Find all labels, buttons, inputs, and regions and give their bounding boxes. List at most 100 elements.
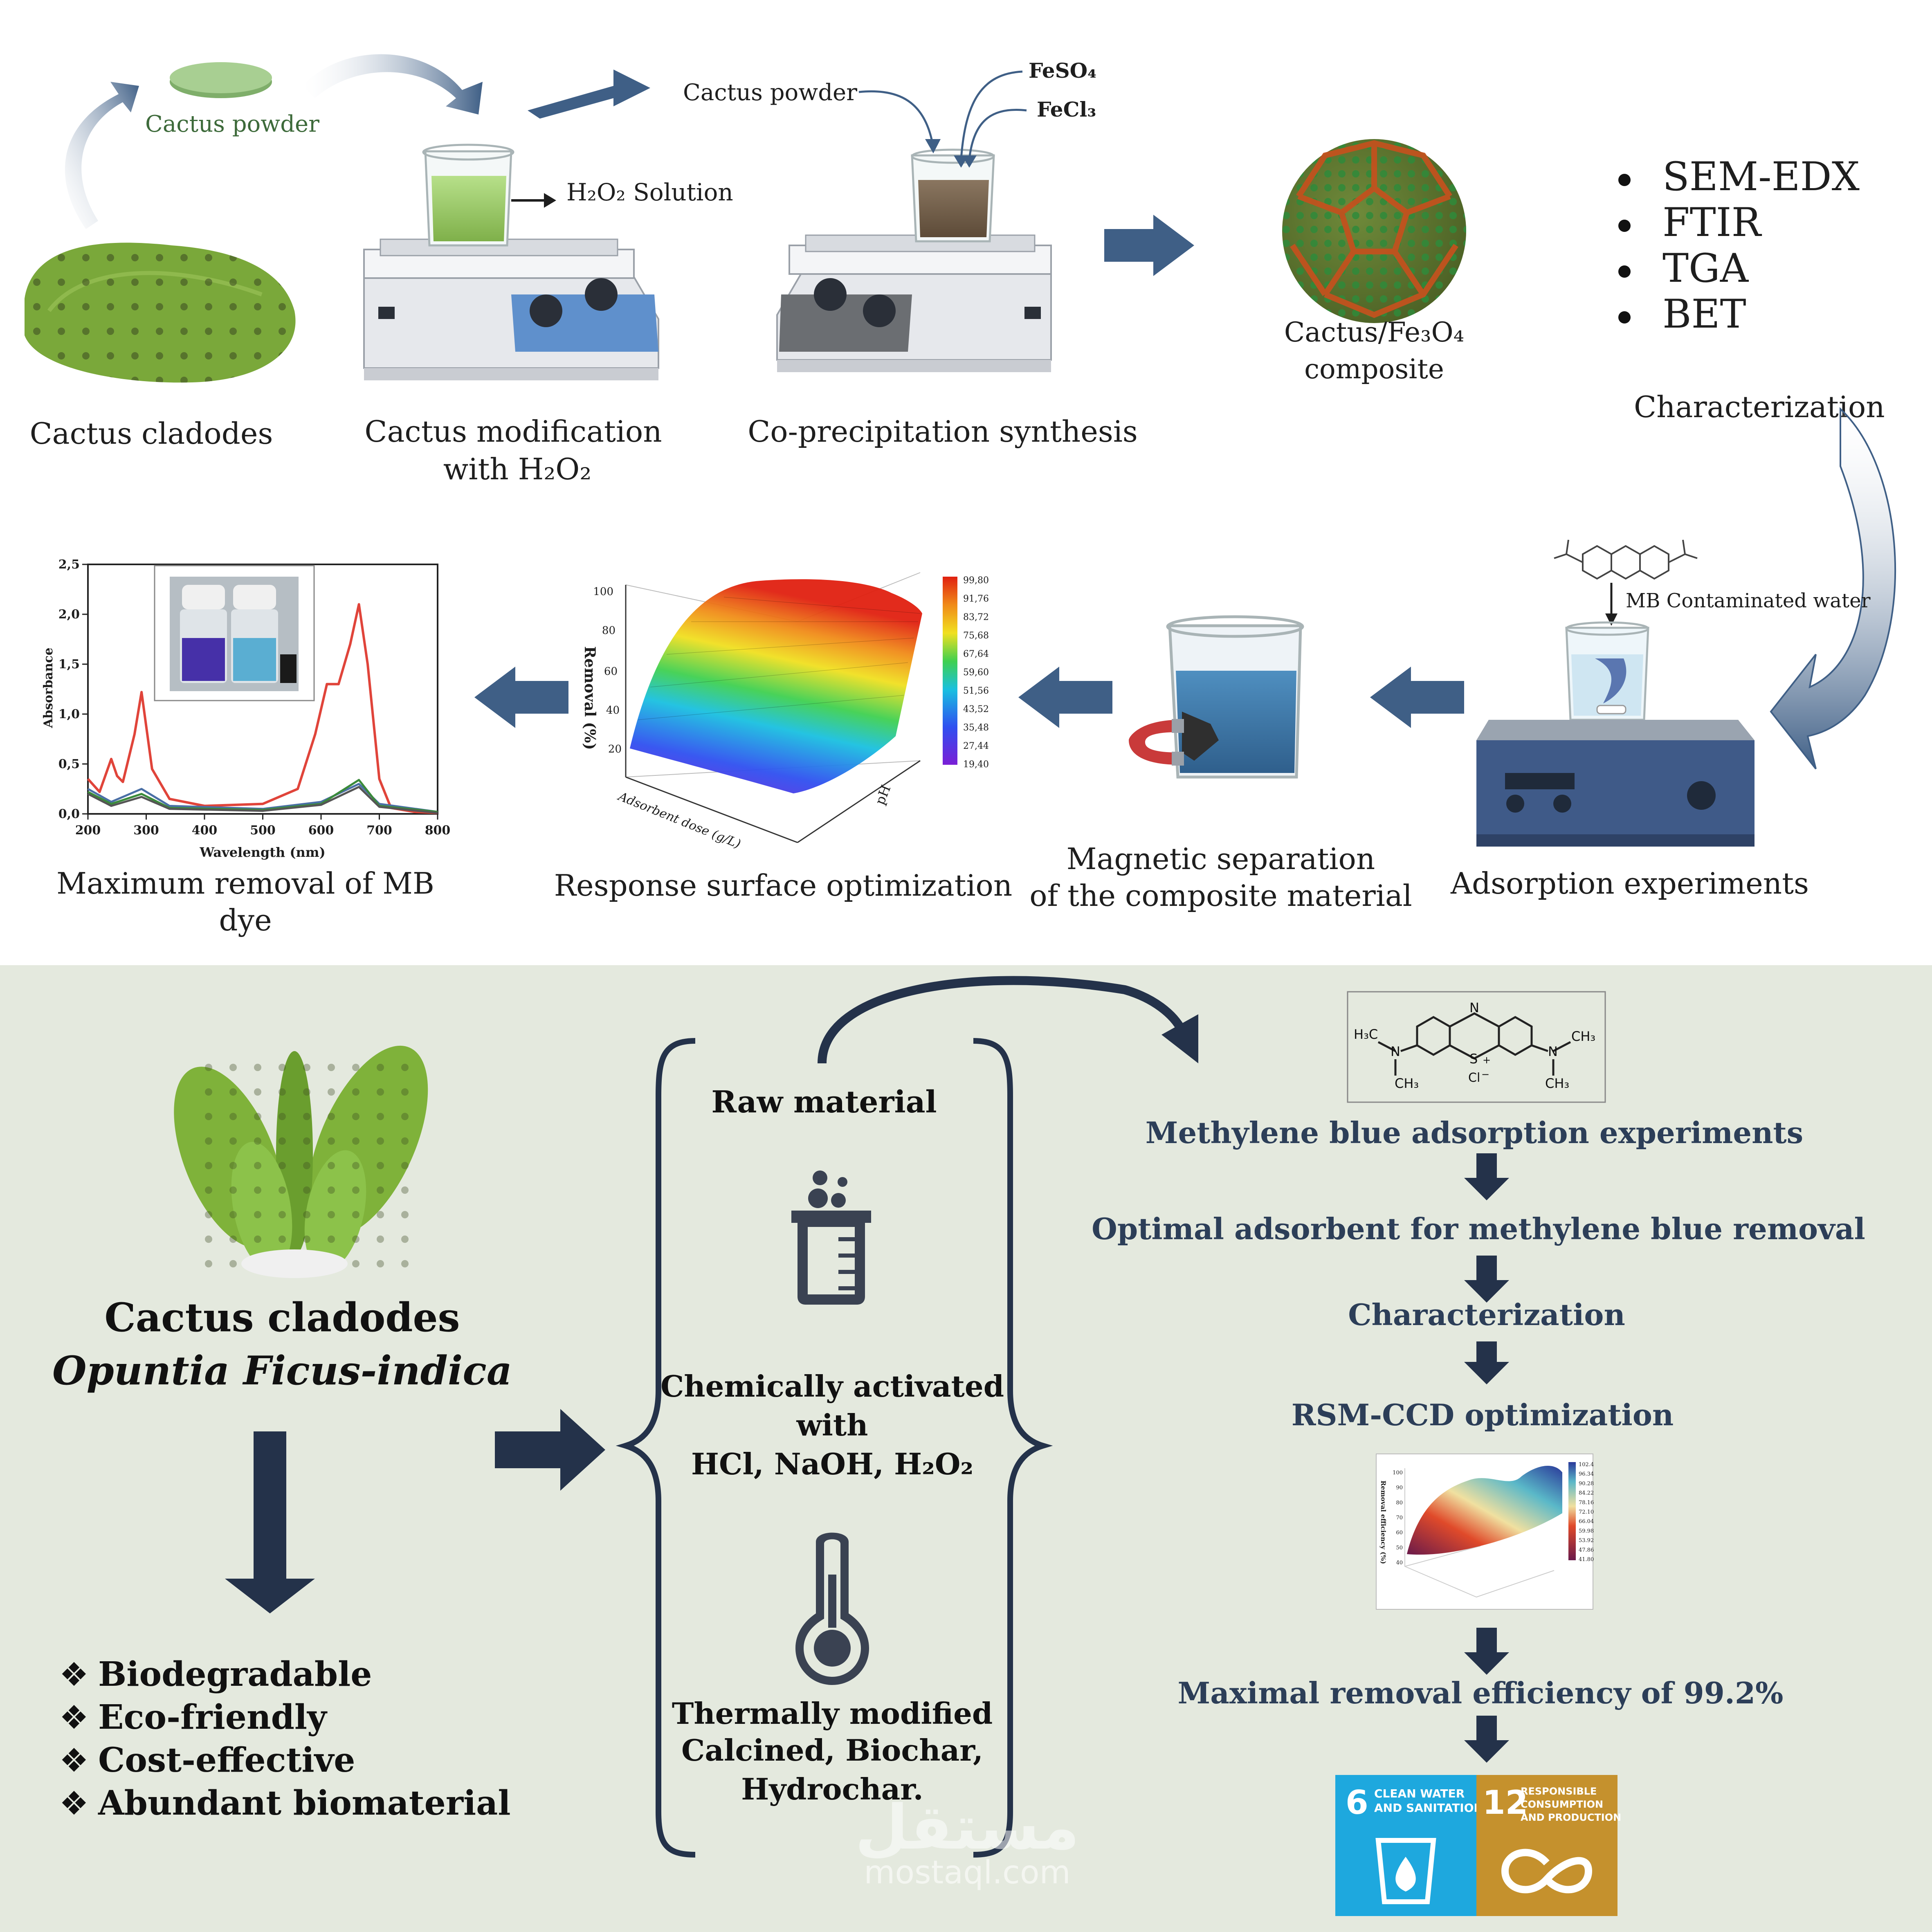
chemical-activation-line3: HCl, NaOH, H₂O₂ — [691, 1447, 973, 1481]
chart-xtick-label: 400 — [192, 823, 218, 838]
arrow-to-coprecipitation — [528, 70, 650, 119]
magnetic-label-line1: Magnetic separation — [1067, 842, 1375, 876]
rsm-ytick: 20 — [608, 743, 622, 755]
cactus-powder-image — [170, 62, 272, 98]
mini-rsm-ytick: 80 — [1396, 1500, 1403, 1506]
rsm-colorbar — [943, 577, 957, 765]
chemical-activation-line2: with — [796, 1408, 868, 1442]
cactus-cladodes-label: Cactus cladodes — [30, 416, 273, 451]
rsm-ytick: 80 — [602, 625, 616, 637]
rsm-colorbar-label: 35,48 — [963, 723, 989, 733]
magnetic-label-line2: of the composite material — [1029, 878, 1412, 913]
rsm-ytick: 100 — [593, 586, 613, 598]
chart-ytick-label: 1,5 — [58, 657, 80, 672]
chart-ytick-label: 1,0 — [58, 707, 80, 721]
property-item: Eco-friendly — [98, 1698, 328, 1737]
cactus-powder-label: Cactus powder — [145, 111, 319, 137]
sdg12-text: RESPONSIBLE — [1521, 1786, 1597, 1797]
chart-ytick-label: 0,5 — [58, 757, 80, 771]
thermometer-icon — [795, 1532, 869, 1685]
mb-atom: H₃C — [1354, 1027, 1378, 1042]
chart-ytick-label: 0,0 — [58, 807, 80, 821]
beaker-h2o2 — [422, 144, 514, 247]
mini-rsm-colorbar-label: 59.98 — [1579, 1528, 1594, 1534]
mb-atom: − — [1481, 1069, 1489, 1080]
composite-label-line2: composite — [1304, 353, 1444, 385]
mb-atom: Cl — [1468, 1071, 1480, 1085]
diamond-bullet-icon: ❖ — [59, 1784, 89, 1822]
beaker-adsorption — [1565, 621, 1649, 721]
chart-ylabel: Absorbance — [41, 647, 56, 728]
infinity-loop-icon — [1501, 1849, 1593, 1894]
chart-xtick-label: 800 — [425, 823, 451, 838]
characterization-item: FTIR — [1662, 200, 1762, 245]
bottom-cactus-species: Opuntia Ficus-indica — [52, 1348, 512, 1394]
mini-rsm-ytick: 70 — [1396, 1515, 1403, 1521]
property-item: Abundant biomaterial — [98, 1784, 510, 1823]
hotplate-coprecipitation — [776, 234, 1052, 372]
coprecipitation-powder-label: Cactus powder — [683, 79, 857, 106]
characterization-item: TGA — [1662, 245, 1749, 291]
adsorption-label: Adsorption experiments — [1450, 866, 1809, 901]
mini-rsm-colorbar-label: 78.16 — [1579, 1500, 1594, 1506]
mini-rsm-colorbar-label: 53.92 — [1579, 1538, 1594, 1544]
diamond-bullet-icon: ❖ — [59, 1741, 89, 1779]
mini-rsm-colorbar-label: 96.34 — [1579, 1471, 1594, 1477]
curved-arrow-head — [1161, 1014, 1198, 1063]
mini-rsm-colorbar-label: 90.28 — [1579, 1480, 1594, 1487]
rsm-ytick: 40 — [606, 704, 620, 717]
chart-xtick-label: 700 — [366, 823, 392, 838]
mini-rsm-colorbar-label: 41.80 — [1579, 1557, 1594, 1563]
diamond-bullet-icon: ❖ — [59, 1698, 89, 1737]
rsm-label: Response surface optimization — [554, 868, 1012, 903]
flow-down-arrow — [1464, 1628, 1509, 1675]
rsm-ytick: 60 — [604, 665, 618, 678]
sdg12-badge: 12 RESPONSIBLE CONSUMPTION AND PRODUCTIO… — [1476, 1775, 1621, 1916]
flow-step-characterization: Characterization — [1348, 1297, 1625, 1332]
mini-rsm-ytick: 100 — [1393, 1470, 1403, 1476]
mb-atom: CH₃ — [1571, 1029, 1595, 1044]
feso4-label: FeSO₄ — [1029, 58, 1096, 83]
max-removal-label-line1: Maximum removal of MB — [56, 866, 434, 901]
rsm-colorbar-label: 99,80 — [963, 575, 989, 586]
characterization-item: BET — [1662, 291, 1746, 337]
sdg12-text: CONSUMPTION — [1521, 1799, 1603, 1810]
curved-arrow-to-hotplate — [303, 54, 483, 115]
rsm-colorbar-label: 27,44 — [963, 741, 989, 751]
bottom-cactus-title: Cactus cladodes — [104, 1294, 460, 1341]
curved-arrow-to-powder — [65, 82, 139, 229]
cactus-plant-image — [174, 1045, 428, 1278]
rsm-colorbar-label: 75,68 — [963, 631, 989, 641]
chart-xtick-label: 200 — [75, 823, 101, 838]
mini-rsm-colorbar-label: 47.86 — [1579, 1547, 1594, 1553]
mini-rsm-colorbar-label: 72.10 — [1579, 1509, 1594, 1515]
composite-label-line1: Cactus/Fe₃O₄ — [1284, 317, 1464, 348]
chart-xlabel: Wavelength (nm) — [199, 845, 326, 860]
arrow-to-composite — [1104, 215, 1194, 276]
beaker-coprecipitation — [911, 148, 995, 243]
raw-material-label: Raw material — [711, 1085, 937, 1120]
down-arrow-properties — [225, 1431, 315, 1613]
rsm-ylabel: Removal (%) — [581, 646, 598, 750]
characterization-list: SEM-EDX FTIR TGA BET — [1618, 154, 1860, 337]
chart-xtick-label: 300 — [133, 823, 159, 838]
mb-atom: + — [1483, 1054, 1491, 1066]
sdg6-number: 6 — [1346, 1784, 1368, 1822]
arrow-to-modification-options — [495, 1409, 605, 1491]
modification-label-line1: Cactus modification — [364, 414, 662, 449]
sdg6-text: CLEAN WATER — [1374, 1787, 1465, 1800]
mini-rsm-colorbar-label: 102.4 — [1579, 1462, 1594, 1468]
mini-rsm-colorbar-label: 84.22 — [1579, 1490, 1594, 1496]
mb-atom: S — [1469, 1051, 1478, 1067]
flow-step-mb-experiments: Methylene blue adsorption experiments — [1146, 1115, 1803, 1150]
max-removal-label-line2: dye — [219, 903, 272, 937]
hotplate-h2o2 — [363, 238, 659, 380]
mb-contaminated-water-label: MB Contaminated water — [1626, 589, 1871, 612]
thermal-modification-line1: Thermally modified — [672, 1696, 993, 1731]
rsm-colorbar-label: 19,40 — [963, 759, 989, 770]
diamond-bullet-icon: ❖ — [59, 1656, 89, 1694]
magnet-icon — [1129, 719, 1184, 766]
coprecipitation-label: Co-precipitation synthesis — [748, 414, 1138, 449]
